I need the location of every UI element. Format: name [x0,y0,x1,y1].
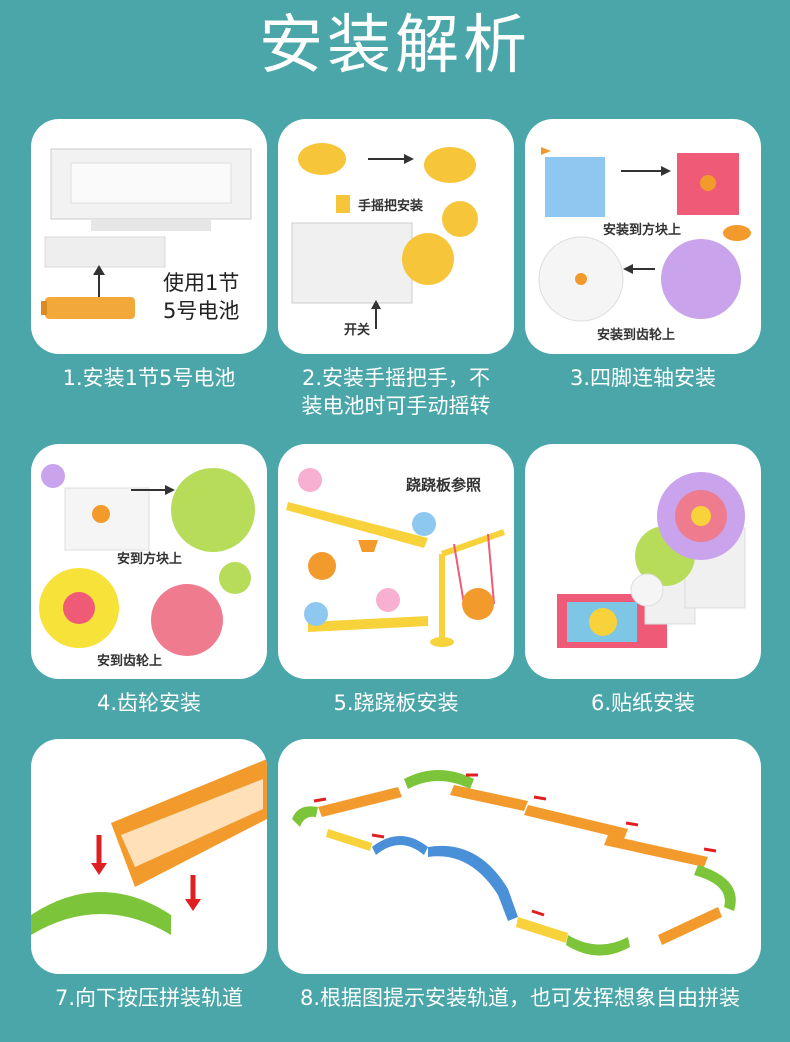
page-title: 安装解析 [259,9,531,83]
crank-label: 手摇把安装 [358,199,424,214]
track-layout-illustration [292,770,736,956]
step-1-caption: 1.安装1节5号电池 [62,366,236,390]
battery-note-line2: 5号电池 [163,299,240,323]
crank-handle-illustration [291,143,478,329]
step-3-caption: 3.四脚连轴安装 [569,366,717,390]
track-press-illustration [31,759,267,935]
step-2-caption-line1: 2.安装手摇把手，不 [301,366,491,390]
step-7-card [31,739,267,974]
reference-label: 跷跷板参照 [406,476,482,494]
battery-note-line1: 使用1节 [163,271,240,295]
step-5-caption: 5.跷跷板安装 [333,691,459,715]
step-8-caption: 8.根据图提示安装轨道，也可发挥想象自由拼装 [299,986,741,1010]
step-6-card [525,444,761,679]
battery-compartment-illustration [41,148,252,319]
step-2-caption-line2: 装电池时可手动摇转 [301,394,491,418]
to-gear-label: 安到齿轮上 [97,654,163,669]
gear-install-illustration [39,464,255,656]
seesaw-illustration [286,468,506,647]
step-2-card: 手摇把安装 开关 [278,119,514,354]
switch-label: 开关 [344,323,371,338]
step-5-card: 跷跷板参照 [278,444,514,679]
step-6-caption: 6.贴纸安装 [590,691,696,715]
sticker-illustration [557,472,746,648]
step-8-card [278,739,761,974]
step-4-card: 安到方块上 安到齿轮上 [31,444,267,679]
to-block-label: 安装到方块上 [603,223,682,238]
axle-illustration [538,147,751,322]
step-4-caption: 4.齿轮安装 [96,691,202,715]
to-block-label: 安到方块上 [117,552,183,567]
step-7-caption: 7.向下按压拼装轨道 [54,986,244,1010]
step-1-card: 使用1节 5号电池 [31,119,267,354]
to-gear-label: 安装到齿轮上 [597,328,676,343]
step-3-card: 安装到方块上 安装到齿轮上 [525,119,761,354]
